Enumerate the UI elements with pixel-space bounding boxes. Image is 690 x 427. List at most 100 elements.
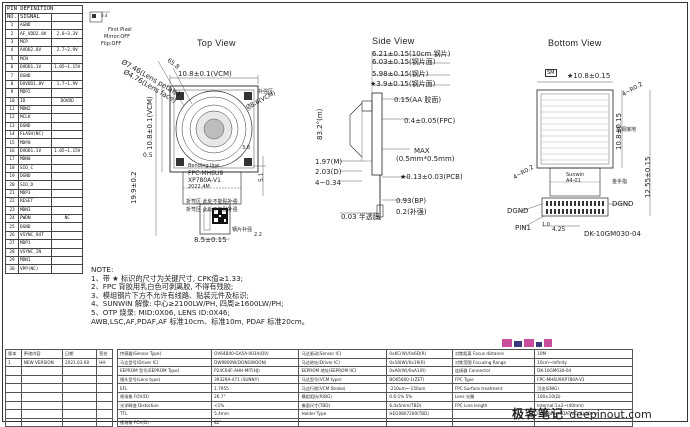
pin-note-cell: 2.7~2.9V: [51, 46, 83, 56]
connector-area: [199, 203, 231, 235]
bottom-gold-label: 金手指: [612, 179, 628, 185]
fpc-part-label-2: XP780A-V1: [188, 177, 221, 184]
revision-cell: HH: [96, 357, 113, 368]
pin-note-cell: [51, 88, 83, 98]
spec-cell: 39329A-471 (SUNNY): [211, 374, 300, 385]
fpc-date-label: 2022.4M: [188, 184, 210, 190]
revision-cell: [96, 417, 113, 427]
pin-no-cell: 7: [5, 71, 19, 81]
spec-cell: 马达驱动(Sensor IC): [298, 349, 388, 359]
spec-cell: 10cm~Infinity: [534, 357, 633, 368]
spec-cell: 像面尺寸(TBD): [298, 400, 388, 411]
bottom-badge: SM: [545, 69, 557, 77]
bottom-view-drawing: [517, 81, 651, 229]
lens-petals-circle: [181, 96, 247, 162]
fpc-part-label: FPC-MH6U9: [188, 170, 224, 177]
spec-cell: [386, 417, 453, 427]
pin-signal-cell: VSYNC_OUT: [17, 230, 53, 241]
pin-no-cell: 29: [5, 255, 19, 266]
revision-cell: [62, 366, 98, 376]
revision-row: [5, 400, 113, 411]
spec-cell: Holder Type: [298, 409, 388, 419]
pin-note-cell: 2.8~3.3V: [51, 29, 83, 39]
note-line-5: 5、OTP 烧录: MID:0X06, LENS ID:0X46;: [91, 307, 230, 317]
spec-cell: 视场角 FOV(D): [116, 417, 213, 427]
revision-row: [5, 374, 113, 385]
vcm-circle: [175, 90, 253, 168]
revision-row: [5, 383, 113, 393]
pin-signal-cell: DGND: [17, 172, 53, 182]
navy-block-2: [536, 342, 542, 347]
revision-row: [5, 409, 113, 419]
spec-cell: FPC Surface treatment: [451, 383, 536, 393]
bottom-dim-1-0: 1.0: [542, 222, 550, 228]
note-line-4: 4、SUNWIN 解像: 中心≥2100LW/PH, 四周≥1600LW/PH;: [91, 299, 284, 309]
revision-cell: [5, 383, 22, 393]
pin-no-cell: 23: [5, 205, 19, 216]
revision-cell: [5, 417, 22, 427]
revision-cell: [20, 391, 64, 402]
pin-no-cell: 4: [5, 46, 19, 56]
first-pixel-marker: [92, 14, 96, 18]
revision-cell: [20, 400, 64, 411]
pin-col-no: NO.: [5, 13, 19, 22]
revision-cell: [20, 366, 64, 376]
pin-note-cell: [51, 54, 83, 64]
spec-cell: 26.7°: [211, 391, 300, 402]
first-pixel-label: First Pixel: [108, 27, 132, 33]
spec-cell: OV64B40-GA5A-003A(OV): [211, 349, 300, 359]
spec-cell: -210um~-150um: [386, 383, 453, 393]
bottom-dgnd-right: DGND: [612, 200, 634, 208]
side-dim-0-4: 0.4±0.05(FPC): [404, 117, 456, 125]
dim-19-9: 19.9±0.2: [130, 171, 138, 204]
top-view-drawing: [89, 11, 266, 240]
pin-signal-cell: MCLK: [17, 113, 53, 123]
side-dim-6-21: 6.21±0.15(10cm 钢片): [372, 50, 451, 58]
pin-note-cell: [51, 113, 83, 123]
revision-cell: [96, 383, 113, 393]
revision-cell: [5, 400, 22, 411]
pin-no-cell: 21: [5, 188, 19, 199]
dim-5-1: 5.1: [258, 172, 265, 182]
pin-no-cell: 8: [5, 79, 19, 90]
revision-cell: [96, 400, 113, 411]
pin-no-cell: 26: [5, 230, 19, 241]
bottom-sunwin-label: Sunwin: [566, 172, 585, 178]
pin-no-cell: 14: [5, 130, 19, 140]
revision-row: [5, 417, 113, 427]
lens-face-circle: [189, 104, 239, 154]
revision-cell: [62, 400, 98, 411]
pin-no-cell: 9: [5, 88, 19, 98]
pin-no-cell: 20: [5, 180, 19, 190]
spec-cell: 对焦范围 Focusing Range: [451, 357, 536, 368]
color-registration-marks: [502, 339, 552, 347]
stiffener-note: 补强区: [258, 89, 274, 95]
pin-signal-cell: MDN1: [17, 255, 53, 266]
pin-signal-cell: AVDD2.8V: [17, 46, 53, 56]
side-dim-2-03: 2.03(D): [315, 168, 342, 176]
pin-signal-cell: MDP3: [17, 188, 53, 199]
first-pixel-box: [89, 11, 103, 23]
spec-cell: 5.4mm: [211, 409, 300, 419]
pin-note-cell: [51, 188, 83, 199]
bottom-dim-12-55: 12.55±0.15: [644, 156, 652, 199]
side-view-title: Side View: [372, 36, 415, 46]
vcm-inner: [173, 89, 255, 169]
spec-cell: 视场角 FOV(D): [116, 391, 213, 402]
mirror-label: Mirror:OFF: [104, 34, 131, 40]
